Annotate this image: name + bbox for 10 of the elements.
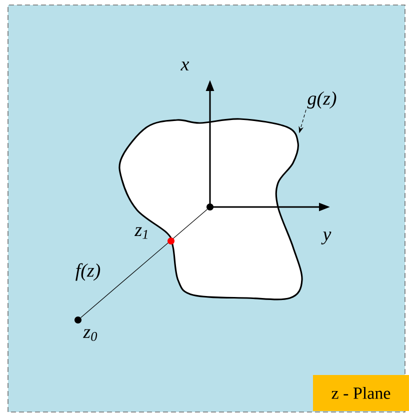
axis-label: x <box>180 62 190 70</box>
point-label: z$_{0}$ <box>82 329 98 341</box>
legend-box: z - Plane <box>313 375 409 411</box>
connector-line <box>80 209 208 318</box>
axis-label: z$_{1}$ <box>134 227 148 239</box>
edge-label: f(z) <box>76 263 100 281</box>
region-shape <box>118 118 303 300</box>
axis-label: y <box>321 232 332 244</box>
curve-label: g(z) <box>307 91 336 109</box>
point-dot <box>206 204 214 210</box>
